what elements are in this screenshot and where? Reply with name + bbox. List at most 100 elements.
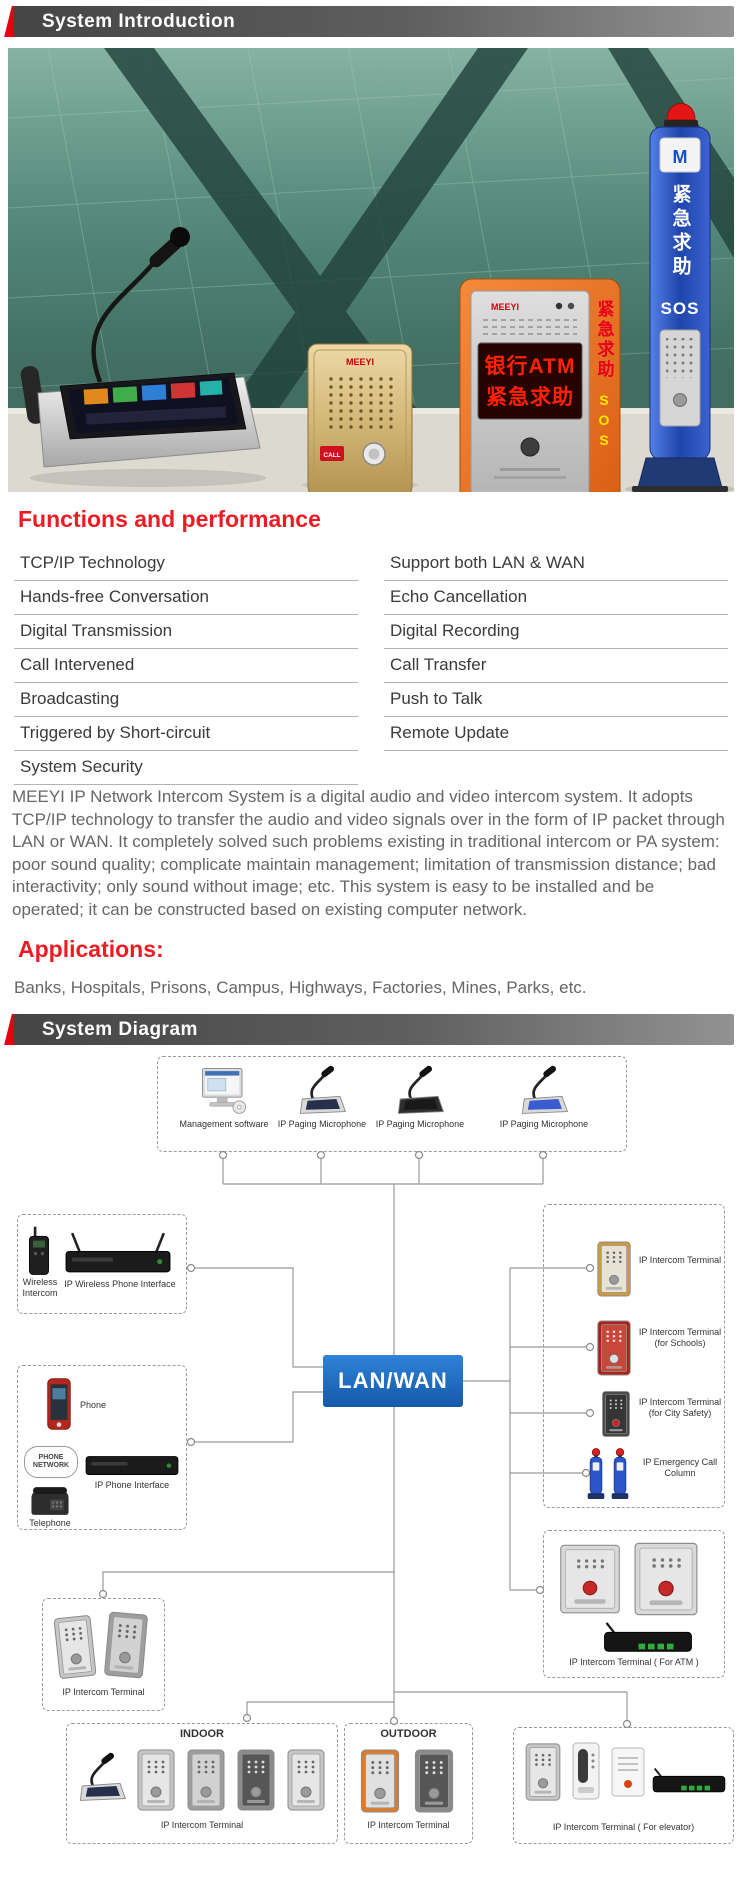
lan-wan-node: LAN/WAN [323,1355,463,1407]
feature-item: Call Transfer [384,649,728,683]
emergency-column-icon [610,1445,630,1503]
applications-heading: Applications: [18,936,164,962]
intercom-panel-icon [102,1609,150,1680]
group-elevator: IP Intercom Terminal ( For elevator) [513,1727,734,1844]
label-intercom-terminal: IP Intercom Terminal [638,1255,722,1265]
call-button [520,437,540,457]
column-speaker-grill [666,338,694,378]
paging-microphone-icon [393,1063,447,1117]
group-phone-interface: Phone PHONE NETWORK IP Phone Interface T… [17,1365,187,1530]
label-school-terminal: IP Intercom Terminal (for Schools) [638,1327,722,1348]
intro-section-title: System Introduction [42,11,236,32]
intro-section-banner: System Introduction [4,6,734,37]
console-screen-tiles [83,380,227,425]
school-terminal-icon [596,1319,632,1377]
feature-list: TCP/IP Technology Hands-free Conversatio… [14,547,728,785]
group-indoor: INDOOR IP Intercom Terminal [66,1723,338,1844]
column-text: 紧急求助 [670,184,692,280]
elevator-interface-icon [650,1766,728,1796]
led-intercom-device: MEEYI 银行ATM 紧急求助 紧急求助 SOS [459,278,621,492]
wireless-phone-interface-icon [62,1229,174,1276]
connector-nodes [98,1150,632,1729]
call-button [673,393,687,407]
feature-column-left: TCP/IP Technology Hands-free Conversatio… [14,547,358,785]
led-panel-brand: MEEYI [491,302,519,312]
intercom-panel-icon [411,1748,457,1814]
feature-item: Call Intervened [14,649,358,683]
intercom-panel-icon [359,1748,401,1814]
diagram-section-banner: System Diagram [4,1014,734,1045]
walkie-talkie-icon [26,1225,52,1277]
feature-column-right: Support both LAN & WAN Echo Cancellation… [384,547,728,785]
feature-item: Support both LAN & WAN [384,547,728,581]
led-text-line2: 紧急求助 [486,385,574,409]
device-paging-microphone-2: IP Paging Microphone [372,1063,468,1130]
network-interface-icon [596,1621,700,1655]
feature-item: Broadcasting [14,683,358,717]
phone-interface-icon [82,1444,182,1480]
label-paging-microphone-2: IP Paging Microphone [375,1119,465,1129]
led-display [477,342,583,420]
label-indoor-terminal: IP Intercom Terminal [160,1820,244,1830]
gold-intercom-device: MEEYI CALL [307,343,413,492]
panel-side-text: 紧急求助 [595,300,615,380]
paging-microphone-icon [295,1063,349,1117]
system-description: MEEYI IP Network Intercom System is a di… [12,787,725,920]
feature-item: System Security [14,751,358,785]
phone-network-node: PHONE NETWORK [24,1446,78,1478]
hero-product-image: MEEYI CALL MEEYI 银行ATM 紧急求助 [8,48,734,492]
speaker-box-icon [610,1746,646,1798]
handset-phone-icon [570,1740,602,1802]
label-paging-microphone-1: IP Paging Microphone [277,1119,367,1129]
intercom-panel-icon [135,1748,177,1812]
label-atm-terminal: IP Intercom Terminal ( For ATM ) [569,1657,699,1667]
group-atm-terminals: IP Intercom Terminal ( For ATM ) [543,1530,725,1678]
intercom-panel-icon [235,1748,277,1812]
banner-bar [14,6,734,37]
led-panel-speaker-grill [483,319,577,335]
group-intercom-terminals: IP Intercom Terminal [42,1598,165,1711]
intercom-panel-icon [285,1748,327,1812]
paging-microphone-icon [75,1750,129,1804]
label-paging-microphone-3: IP Paging Microphone [499,1119,589,1129]
feature-item: Push to Talk [384,683,728,717]
telephone-icon [26,1484,74,1518]
group-ip-terminals: IP Intercom Terminal IP Intercom Termina… [543,1204,725,1508]
label-emergency-column: IP Emergency Call Column [642,1457,718,1478]
diagram-section-title: System Diagram [42,1019,198,1040]
paging-microphone-icon [517,1063,571,1117]
label-wireless-interface: IP Wireless Phone Interface [64,1279,176,1289]
intercom-terminal-icon [596,1239,632,1299]
camera-lens [555,302,563,310]
led-text-line1: 银行ATM [485,354,576,378]
device-management-software: Management software [178,1063,270,1130]
call-button-label: CALL [323,452,340,459]
feature-item: Triggered by Short-circuit [14,717,358,751]
management-software-icon [197,1063,251,1117]
beacon-light [666,103,696,121]
group-control-center: Management software IP Paging Microphone… [157,1056,627,1152]
intercom-panel-icon [52,1613,98,1681]
connector-lines [98,1150,632,1729]
banner-bar [14,1014,734,1045]
label-management-software: Management software [179,1119,269,1129]
column-sos: SOS [661,299,700,318]
feature-item: Digital Transmission [14,615,358,649]
feature-item: Echo Cancellation [384,581,728,615]
gold-panel-brand: MEEYI [346,357,374,367]
label-outdoor-terminal: IP Intercom Terminal [367,1820,450,1830]
functions-heading: Functions and performance [18,506,321,532]
label-intercom-terminal: IP Intercom Terminal [62,1687,145,1697]
label-phone: Phone [80,1400,107,1410]
label-elevator-terminal: IP Intercom Terminal ( For elevator) [552,1822,695,1832]
label-phone-interface: IP Phone Interface [94,1480,170,1490]
group-outdoor: OUTDOOR IP Intercom Terminal [344,1723,473,1844]
group-wireless-interface: Wireless Intercom IP Wireless Phone Inte… [17,1214,187,1314]
microphone-head [170,227,190,247]
panel-side-sos: SOS [596,392,612,452]
device-paging-microphone-3: IP Paging Microphone [488,1063,600,1130]
feature-item: Digital Recording [384,615,728,649]
feature-item: TCP/IP Technology [14,547,358,581]
intercom-panel-icon [524,1742,562,1802]
